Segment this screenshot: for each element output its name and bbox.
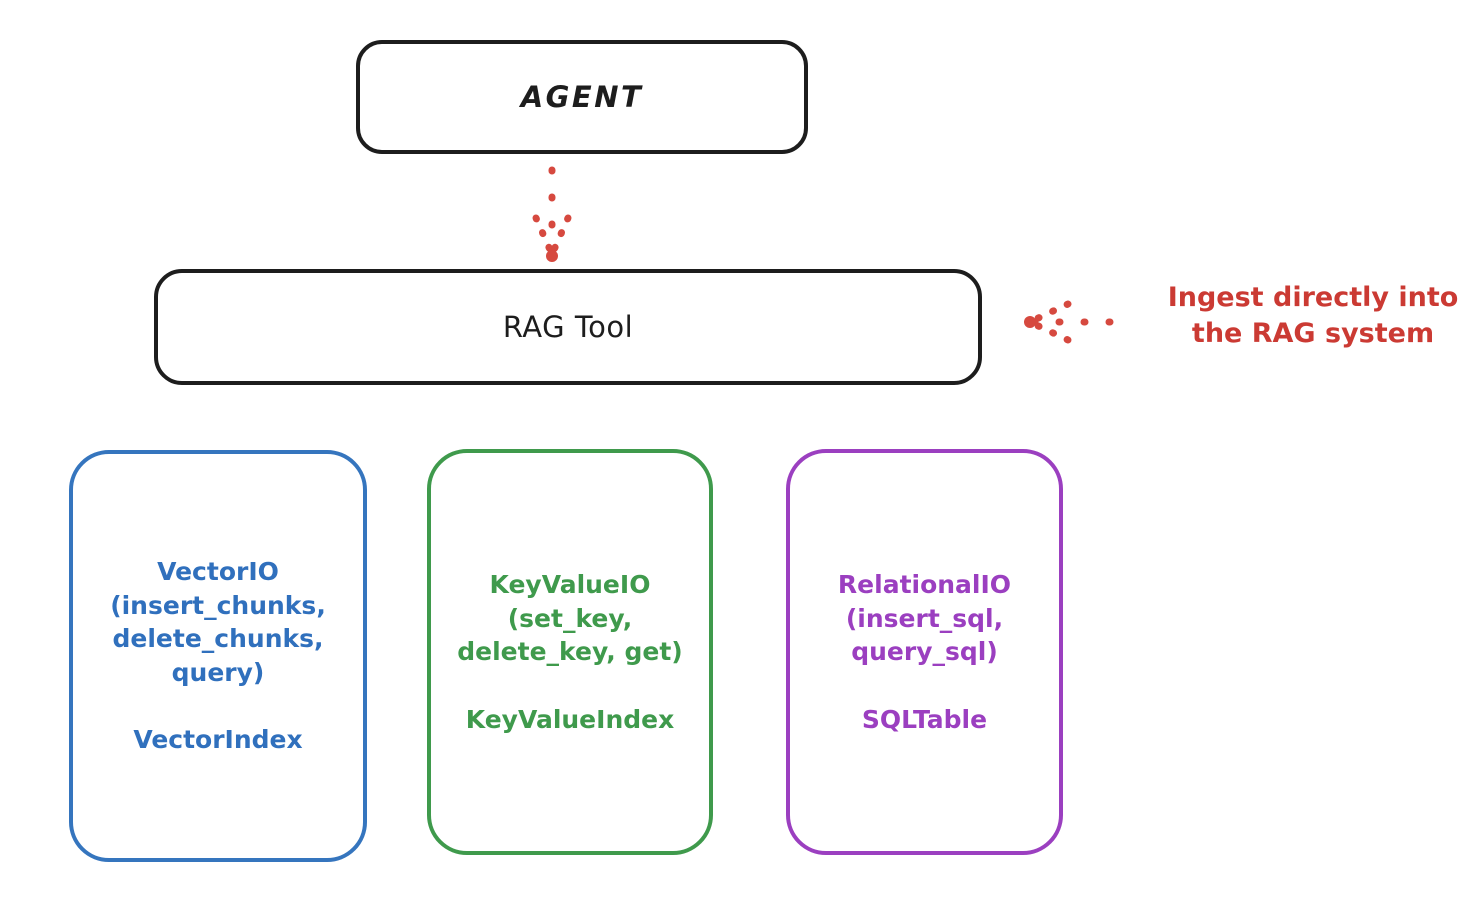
node-key-value-io[interactable]: KeyValueIO (set_key, delete_key, get) Ke…	[427, 449, 713, 855]
node-relational-io-index-label: SQLTable	[861, 704, 988, 734]
node-relational-io-api-label: RelationalIO (insert_sql, query_sql)	[837, 570, 1012, 666]
annotation-ingest-directly: Ingest directly into the RAG system	[1148, 280, 1478, 352]
node-vector-io-api-label: VectorIO (insert_chunks, delete_chunks, …	[110, 557, 326, 687]
arrow-agent-to-ragtool	[532, 166, 572, 262]
node-rag-tool-label: RAG Tool	[502, 310, 634, 344]
node-vector-io[interactable]: VectorIO (insert_chunks, delete_chunks, …	[69, 450, 367, 862]
node-agent-label: AGENT	[520, 80, 644, 114]
node-relational-io[interactable]: RelationalIO (insert_sql, query_sql) SQL…	[786, 449, 1063, 855]
arrow-annotation-to-ragtool	[1024, 300, 1132, 344]
node-key-value-io-api-label: KeyValueIO (set_key, delete_key, get)	[457, 570, 683, 666]
annotation-line-2: the RAG system	[1191, 318, 1435, 350]
node-rag-tool[interactable]: RAG Tool	[154, 269, 982, 385]
node-vector-io-index-label: VectorIndex	[133, 725, 303, 755]
annotation-line-1: Ingest directly into	[1167, 282, 1459, 313]
node-key-value-io-index-label: KeyValueIndex	[465, 704, 675, 734]
node-agent[interactable]: AGENT	[356, 40, 808, 154]
